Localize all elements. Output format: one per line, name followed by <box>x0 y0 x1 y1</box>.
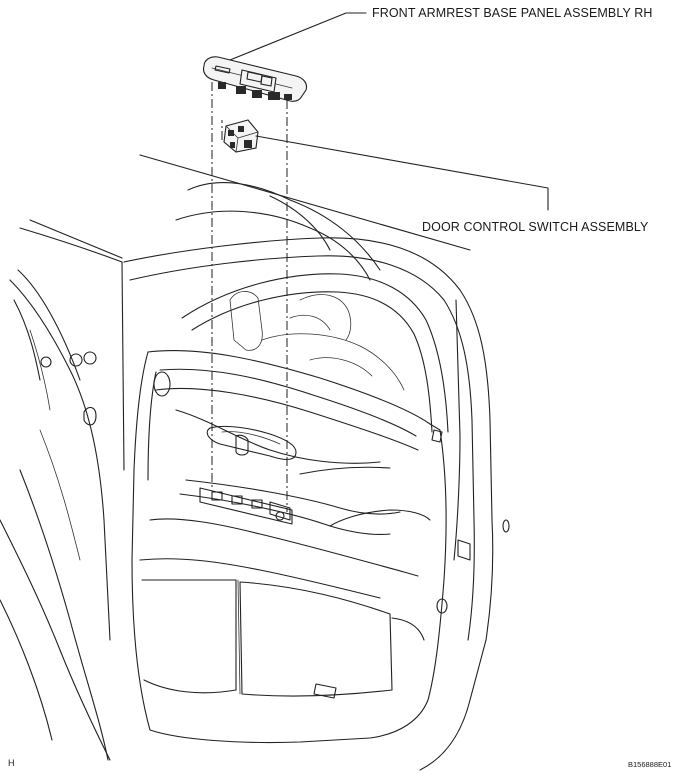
projection-lines <box>211 82 288 512</box>
front-armrest-base-panel <box>202 56 308 102</box>
figure-code: B156888E01 <box>628 760 672 769</box>
door-trim-panel <box>131 299 510 744</box>
callout-armrest-label: FRONT ARMREST BASE PANEL ASSEMBLY RH <box>372 6 653 20</box>
vehicle-body <box>0 154 471 761</box>
callout-switch-label: DOOR CONTROL SWITCH ASSEMBLY <box>422 220 649 234</box>
door-control-switch <box>223 119 259 153</box>
leader-lines <box>229 12 549 211</box>
armrest-switch-location <box>199 487 293 525</box>
corner-mark: H <box>8 758 15 768</box>
door-frame <box>123 237 494 771</box>
